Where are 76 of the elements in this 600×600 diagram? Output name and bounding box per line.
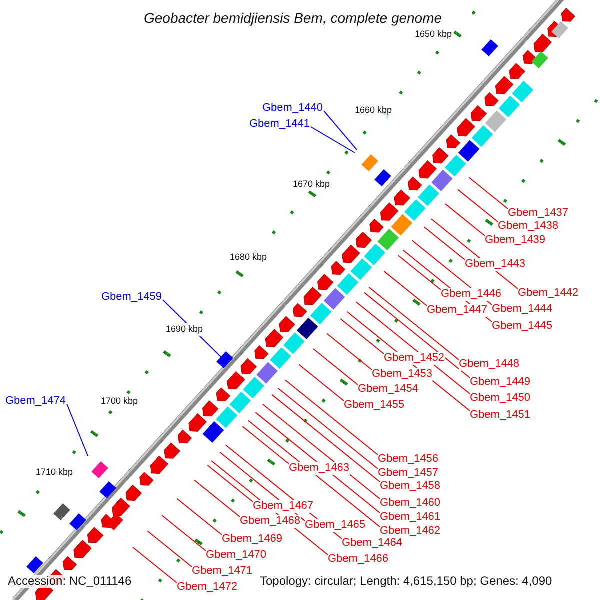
- leader-line: [176, 498, 222, 536]
- leader-line: [326, 333, 372, 370]
- scale-label: 1680 kbp: [230, 251, 268, 264]
- scale-label: 1670 kbp: [293, 178, 330, 191]
- gene-label: Gbem_1450: [470, 392, 531, 405]
- gene-label: Gbem_1463: [289, 462, 350, 475]
- leader-line: [424, 226, 466, 260]
- scale-label: 1710 kbp: [36, 466, 74, 479]
- gene-label: Gbem_1471: [192, 565, 253, 578]
- leader-line: [277, 388, 378, 470]
- gene-label: Gbem_1438: [498, 220, 559, 233]
- leader-line: [271, 394, 380, 482]
- scale-label: 1660 kbp: [355, 104, 392, 117]
- gene-label: Gbem_1439: [485, 234, 546, 247]
- leader-line: [444, 203, 486, 236]
- leader-line: [147, 530, 192, 568]
- gene-label: Gbem_1468: [240, 515, 301, 528]
- genome-summary-text: Topology: circular; Length: 4,615,150 bp; Genes: 4,090: [260, 575, 552, 588]
- leader-line: [340, 318, 384, 354]
- leader-line: [356, 302, 470, 394]
- gene-label: Gbem_1452: [384, 352, 445, 365]
- scale-label: 1700 kbp: [101, 395, 138, 408]
- gene-label: Gbem_1461: [380, 511, 441, 524]
- leader-line: [132, 546, 178, 584]
- gene-label: Gbem_1449: [470, 376, 531, 389]
- leader-line: [368, 287, 460, 360]
- gene-label: Gbem_1459: [101, 291, 162, 304]
- title: Geobacter bemidjiensis Bem, complete genome: [144, 10, 442, 26]
- leader-line: [398, 255, 442, 290]
- leader-line: [162, 515, 206, 552]
- leader-line: [310, 126, 356, 154]
- leader-line: [298, 364, 344, 402]
- leader-line: [262, 404, 380, 500]
- leader-line: [242, 426, 290, 464]
- gene-label: Gbem_1465: [305, 519, 366, 532]
- leader-line: [312, 348, 358, 386]
- gene-label: Gbem_1443: [465, 258, 526, 271]
- leader-line: [207, 464, 254, 502]
- leader-line: [468, 177, 508, 210]
- gene-label: Gbem_1448: [459, 358, 520, 371]
- leader-line: [364, 292, 470, 378]
- leader-line: [248, 420, 380, 528]
- gene-label: Gbem_1445: [492, 320, 553, 333]
- scale-label: 1650 kbp: [415, 28, 452, 41]
- leader-line: [194, 480, 240, 518]
- scale-label: 1690 kbp: [166, 323, 204, 336]
- gene-label: Gbem_1469: [222, 533, 283, 546]
- gene-label: Gbem_1454: [358, 383, 419, 396]
- gene-label: Gbem_1466: [328, 553, 389, 566]
- gene-label: Gbem_1460: [380, 497, 441, 510]
- gene-label: Gbem_1440: [262, 102, 323, 115]
- gene-label: Gbem_1467: [253, 500, 314, 513]
- gene-label: Gbem_1447: [427, 304, 488, 317]
- gene-label: Gbem_1462: [380, 525, 441, 538]
- gene-label: Gbem_1455: [344, 399, 405, 412]
- gene-label: Gbem_1457: [378, 467, 439, 480]
- gene-label: Gbem_1464: [342, 537, 403, 550]
- gene-label: Gbem_1453: [372, 368, 433, 381]
- gene-label: Gbem_1437: [508, 207, 569, 220]
- accession-text: Accession: NC_011146: [8, 575, 132, 588]
- gene-label: Gbem_1474: [5, 395, 66, 408]
- gene-label: Gbem_1451: [470, 409, 531, 422]
- gene-label: Gbem_1441: [249, 118, 310, 131]
- leader-line: [458, 189, 498, 222]
- leader-line: [66, 404, 88, 456]
- gene-label: Gbem_1458: [380, 480, 441, 493]
- gene-label: Gbem_1470: [206, 549, 267, 562]
- gene-label: Gbem_1446: [441, 288, 502, 301]
- gene-label: Gbem_1472: [177, 581, 238, 594]
- leader-line: [255, 412, 380, 514]
- gene-label: Gbem_1444: [492, 303, 553, 316]
- gene-label: Gbem_1442: [518, 287, 579, 300]
- leader-line: [284, 380, 378, 456]
- leader-line: [384, 270, 428, 306]
- gene-label: Gbem_1456: [378, 453, 439, 466]
- leader-line: [324, 110, 358, 150]
